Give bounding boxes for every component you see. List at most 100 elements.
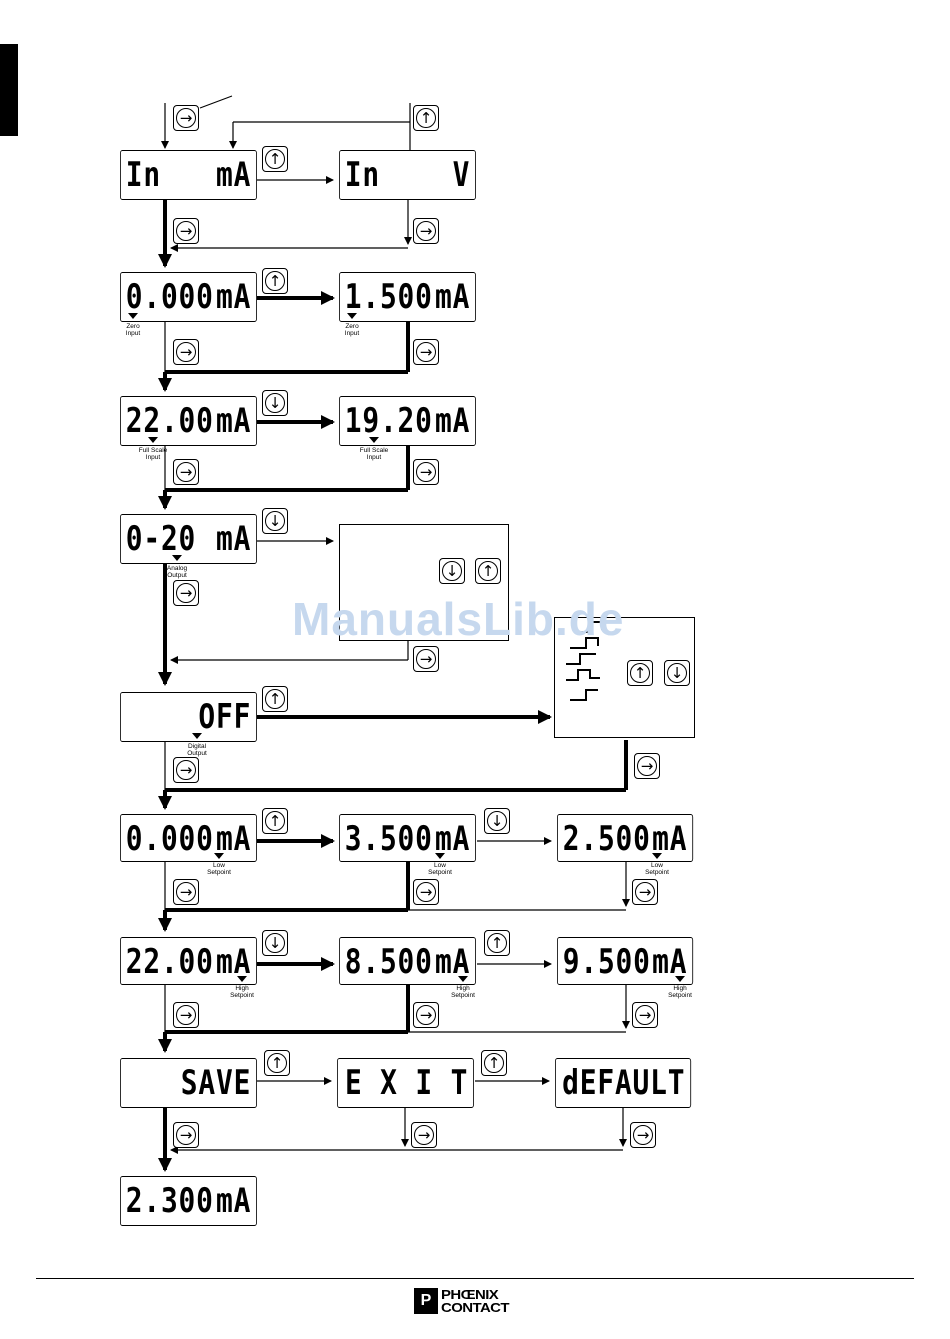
enter-icon: →	[176, 583, 196, 603]
low-indicator	[214, 853, 224, 859]
enter-icon: →	[416, 649, 436, 669]
up-key-button[interactable]: ↑	[475, 558, 501, 584]
footer-rule	[36, 1278, 914, 1279]
enter-key-button[interactable]: →	[173, 580, 199, 606]
arrow-up-icon: ↑	[487, 933, 507, 953]
low-indicator	[435, 853, 445, 859]
zero-indicator	[128, 313, 138, 319]
fullscale-indicator	[148, 437, 158, 443]
arrow-down-icon: ↓	[265, 393, 285, 413]
enter-icon: →	[176, 1005, 196, 1025]
display-default: dEFAULT	[555, 1058, 692, 1108]
down-key-button[interactable]: ↓	[262, 508, 288, 534]
up-key-button[interactable]: ↑	[262, 268, 288, 294]
arrow-up-icon: ↑	[416, 108, 436, 128]
up-key-button[interactable]: ↑	[484, 930, 510, 956]
up-key-button[interactable]: ↑	[481, 1050, 507, 1076]
enter-icon: →	[637, 756, 657, 776]
enter-key-button[interactable]: →	[173, 105, 199, 131]
enter-icon: →	[176, 462, 196, 482]
display-save: SAVE	[120, 1058, 257, 1108]
caption-full-scale-input: Full Scale Input	[359, 447, 389, 461]
down-key-button[interactable]: ↓	[262, 390, 288, 416]
enter-key-button[interactable]: →	[413, 218, 439, 244]
caption-low-setpoint: Low Setpoint	[207, 862, 231, 876]
arrow-up-icon: ↑	[265, 811, 285, 831]
analog-indicator	[172, 555, 182, 561]
enter-key-button[interactable]: →	[630, 1122, 656, 1148]
enter-key-button[interactable]: →	[173, 339, 199, 365]
down-key-button[interactable]: ↓	[439, 558, 465, 584]
high-indicator	[458, 976, 468, 982]
enter-key-button[interactable]: →	[173, 218, 199, 244]
arrow-up-icon: ↑	[265, 149, 285, 169]
caption-analog-output: Analog Output	[166, 565, 188, 579]
enter-key-button[interactable]: →	[173, 1002, 199, 1028]
enter-icon: →	[635, 882, 655, 902]
enter-icon: →	[176, 342, 196, 362]
enter-key-button[interactable]: →	[173, 879, 199, 905]
enter-icon: →	[176, 221, 196, 241]
arrow-up-icon: ↑	[265, 271, 285, 291]
enter-key-button[interactable]: →	[413, 339, 439, 365]
enter-key-button[interactable]: →	[413, 459, 439, 485]
enter-key-button[interactable]: →	[634, 753, 660, 779]
down-key-button[interactable]: ↓	[664, 660, 690, 686]
caption-high-setpoint: High Setpoint	[668, 985, 692, 999]
down-key-button[interactable]: ↓	[262, 930, 288, 956]
enter-key-button[interactable]: →	[413, 1002, 439, 1028]
caption-low-setpoint: Low Setpoint	[428, 862, 452, 876]
caption-high-setpoint: High Setpoint	[230, 985, 254, 999]
caption-zero-input: Zero Input	[125, 323, 141, 337]
arrow-down-icon: ↓	[667, 663, 687, 683]
leader-line	[199, 95, 233, 109]
enter-key-button[interactable]: →	[173, 459, 199, 485]
caption-zero-input: Zero Input	[344, 323, 360, 337]
arrow-down-icon: ↓	[265, 511, 285, 531]
arrow-down-icon: ↓	[487, 811, 507, 831]
display-digital-output: OFF	[120, 692, 257, 742]
enter-key-button[interactable]: →	[632, 879, 658, 905]
enter-key-button[interactable]: →	[411, 1122, 437, 1148]
up-key-button[interactable]: ↑	[262, 146, 288, 172]
arrow-up-icon: ↑	[265, 689, 285, 709]
enter-icon: →	[416, 1005, 436, 1025]
low-indicator	[652, 853, 662, 859]
logo-text: PHŒNIX CONTACT	[441, 1287, 510, 1315]
enter-key-button[interactable]: →	[413, 879, 439, 905]
watermark: ManualsLib.de	[292, 593, 625, 645]
arrow-down-icon: ↓	[442, 561, 462, 581]
enter-icon: →	[176, 760, 196, 780]
up-key-button[interactable]: ↑	[262, 686, 288, 712]
caption-full-scale-input: Full Scale Input	[138, 447, 168, 461]
up-key-button[interactable]: ↑	[264, 1050, 290, 1076]
up-key-button[interactable]: ↑	[627, 660, 653, 686]
down-key-button[interactable]: ↓	[484, 808, 510, 834]
enter-key-button[interactable]: →	[632, 1002, 658, 1028]
up-key-button[interactable]: ↑	[262, 808, 288, 834]
up-key-button[interactable]: ↑	[413, 105, 439, 131]
enter-key-button[interactable]: →	[173, 757, 199, 783]
high-indicator	[675, 976, 685, 982]
display-exit: E X I T	[337, 1058, 474, 1108]
caption-high-setpoint: High Setpoint	[451, 985, 475, 999]
enter-icon: →	[176, 882, 196, 902]
enter-icon: →	[416, 221, 436, 241]
enter-key-button[interactable]: →	[173, 1122, 199, 1148]
enter-key-button[interactable]: →	[413, 646, 439, 672]
enter-icon: →	[416, 882, 436, 902]
digital-indicator	[192, 733, 202, 739]
